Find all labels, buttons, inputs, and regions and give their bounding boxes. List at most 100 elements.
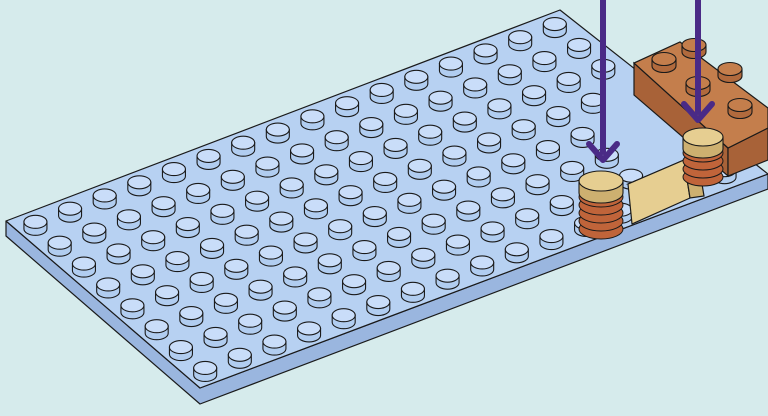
stud xyxy=(228,348,251,368)
stud xyxy=(166,252,189,272)
stud xyxy=(128,176,151,196)
stud xyxy=(72,257,95,277)
stud xyxy=(360,118,383,138)
stud xyxy=(280,178,303,198)
stud xyxy=(457,201,480,221)
stud xyxy=(412,248,435,268)
stud xyxy=(249,280,272,300)
stud xyxy=(536,141,559,161)
stud xyxy=(256,157,279,177)
stud xyxy=(97,278,120,298)
stud xyxy=(308,288,331,308)
stud xyxy=(332,309,355,329)
stud xyxy=(221,170,244,190)
stud xyxy=(24,215,47,235)
stud xyxy=(190,272,213,292)
stud xyxy=(329,220,352,240)
stud xyxy=(446,235,469,255)
stud xyxy=(180,307,203,327)
copper-spring-left xyxy=(579,171,623,239)
stud xyxy=(336,97,359,117)
stud xyxy=(291,144,314,164)
stud xyxy=(478,133,501,153)
stud xyxy=(439,57,462,77)
stud xyxy=(540,230,563,250)
stud xyxy=(436,269,459,289)
stud xyxy=(187,183,210,203)
stud xyxy=(433,180,456,200)
stud xyxy=(93,189,116,209)
stud xyxy=(194,361,217,381)
copper-spring-right xyxy=(683,128,723,186)
stud xyxy=(394,104,417,124)
stud xyxy=(121,299,144,319)
stud xyxy=(491,188,514,208)
stud xyxy=(512,120,535,140)
stud xyxy=(259,246,282,266)
stud xyxy=(315,165,338,185)
stud xyxy=(246,191,269,211)
stud xyxy=(526,175,549,195)
stud xyxy=(523,86,546,106)
stud xyxy=(176,218,199,238)
stud xyxy=(117,210,140,230)
stud xyxy=(273,301,296,321)
stud xyxy=(509,31,532,51)
stud xyxy=(353,241,376,261)
stud xyxy=(48,236,71,256)
stud xyxy=(652,53,676,73)
stud xyxy=(235,225,258,245)
stud xyxy=(728,99,752,119)
stud xyxy=(270,212,293,232)
stud xyxy=(377,261,400,281)
stud xyxy=(557,72,580,92)
stud xyxy=(239,314,262,334)
stud xyxy=(388,227,411,247)
stud xyxy=(568,38,591,58)
stud xyxy=(225,259,248,279)
stud xyxy=(83,223,106,243)
stud xyxy=(363,207,386,227)
stud xyxy=(204,327,227,347)
stud xyxy=(429,91,452,111)
stud xyxy=(718,63,742,83)
stud xyxy=(419,125,442,145)
stud xyxy=(266,123,289,143)
stud xyxy=(502,154,525,174)
stud xyxy=(405,70,428,90)
stud xyxy=(142,231,165,251)
stud xyxy=(301,110,324,130)
stud xyxy=(533,52,556,72)
stud xyxy=(422,214,445,234)
stud xyxy=(488,99,511,119)
stud xyxy=(107,244,130,264)
stud xyxy=(481,222,504,242)
stud xyxy=(284,267,307,287)
stud xyxy=(59,202,82,222)
stud xyxy=(401,282,424,302)
stud xyxy=(325,131,348,151)
stud xyxy=(464,78,487,98)
stud xyxy=(408,159,431,179)
stud xyxy=(214,293,237,313)
stud xyxy=(162,163,185,183)
stud xyxy=(263,335,286,355)
stud xyxy=(398,193,421,213)
stud xyxy=(547,107,570,127)
stud xyxy=(349,152,372,172)
stud xyxy=(156,286,179,306)
stud xyxy=(339,186,362,206)
stud xyxy=(367,296,390,316)
stud xyxy=(294,233,317,253)
stud xyxy=(298,322,321,342)
stud xyxy=(474,44,497,64)
stud xyxy=(682,39,706,59)
stud xyxy=(152,197,175,217)
stud xyxy=(131,265,154,285)
stud xyxy=(543,18,566,38)
stud xyxy=(550,196,573,216)
stud xyxy=(211,204,234,224)
stud xyxy=(516,209,539,229)
stud xyxy=(232,136,255,156)
stud xyxy=(467,167,490,187)
